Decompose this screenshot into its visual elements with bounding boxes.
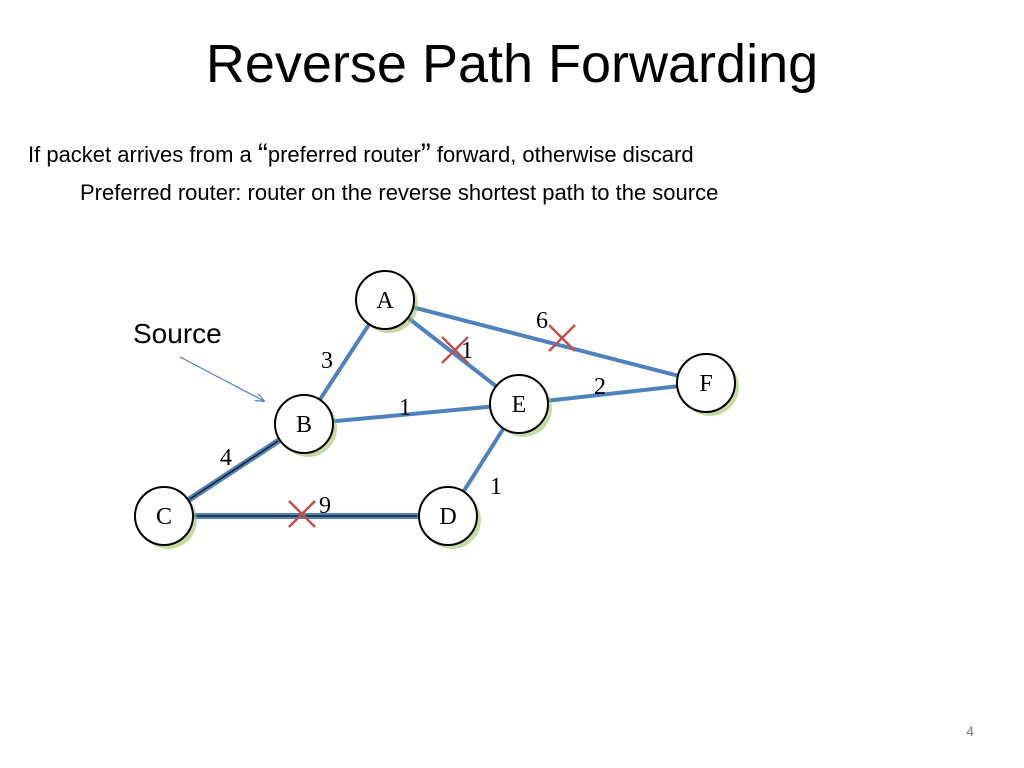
edges-layer bbox=[186, 305, 678, 519]
edge-weight-b-e: 1 bbox=[399, 395, 411, 421]
discard-x-mark-c-d bbox=[288, 500, 316, 528]
node-f: F bbox=[676, 353, 739, 416]
open-quote: “ bbox=[257, 138, 268, 171]
close-quote: ” bbox=[420, 138, 431, 171]
edge-weight-e-f: 2 bbox=[594, 374, 606, 400]
edge-line bbox=[413, 305, 678, 378]
discard-x-mark-a-f bbox=[548, 324, 576, 352]
node-circle bbox=[355, 270, 415, 330]
edge-weight-b-c: 4 bbox=[220, 445, 232, 471]
x-stroke-2 bbox=[548, 324, 576, 352]
edge-line bbox=[462, 428, 505, 492]
edge-a-f bbox=[413, 305, 678, 378]
edge-b-c bbox=[186, 438, 282, 502]
bullet-text-start: If packet arrives from a bbox=[28, 142, 258, 167]
page-number: 4 bbox=[966, 723, 974, 739]
node-label-d: D bbox=[439, 504, 456, 530]
node-label-e: E bbox=[512, 392, 527, 418]
node-label-a: A bbox=[376, 288, 394, 314]
node-label-f: F bbox=[699, 371, 712, 397]
edge-weight-e-d: 1 bbox=[490, 474, 502, 500]
edge-weight-a-b: 3 bbox=[321, 348, 333, 374]
bullet-preferred-router-definition: Preferred router: router on the reverse … bbox=[80, 180, 719, 205]
source-label: Source bbox=[133, 318, 222, 349]
bullet-text-end: forward, otherwise discard bbox=[430, 142, 694, 167]
node-label-c: C bbox=[156, 504, 172, 530]
nodes-layer: A B C D E F bbox=[134, 270, 739, 549]
node-c: C bbox=[134, 486, 197, 549]
discard-x-mark-a-e bbox=[441, 336, 469, 364]
node-circle bbox=[489, 374, 549, 434]
node-circle bbox=[274, 394, 334, 454]
node-circle bbox=[134, 486, 194, 546]
edge-b-e bbox=[332, 404, 491, 424]
node-b: B bbox=[274, 394, 337, 457]
edge-e-f bbox=[547, 384, 678, 403]
edge-weight-c-d: 9 bbox=[319, 493, 331, 519]
discard-marks-layer bbox=[288, 324, 576, 528]
node-circle bbox=[676, 353, 736, 413]
slide-title: Reverse Path Forwarding bbox=[205, 34, 819, 94]
node-d: D bbox=[418, 486, 481, 549]
edge-line bbox=[318, 323, 371, 401]
edge-a-b bbox=[318, 323, 371, 401]
bullet-text-quoted: preferred router bbox=[267, 142, 421, 167]
node-a: A bbox=[355, 270, 418, 333]
edge-e-d bbox=[462, 428, 505, 492]
edge-line-inner bbox=[189, 440, 279, 500]
node-circle bbox=[418, 486, 478, 546]
bullet-preferred-router-rule: If packet arrives from a “preferred rout… bbox=[28, 138, 694, 170]
edge-line bbox=[547, 384, 678, 403]
x-stroke-2 bbox=[441, 336, 469, 364]
node-label-b: B bbox=[296, 412, 312, 438]
edge-weight-a-f: 6 bbox=[536, 308, 548, 334]
node-e: E bbox=[489, 374, 552, 437]
edge-line bbox=[332, 404, 491, 424]
x-stroke-2 bbox=[288, 500, 316, 528]
source-arrow bbox=[179, 356, 264, 401]
